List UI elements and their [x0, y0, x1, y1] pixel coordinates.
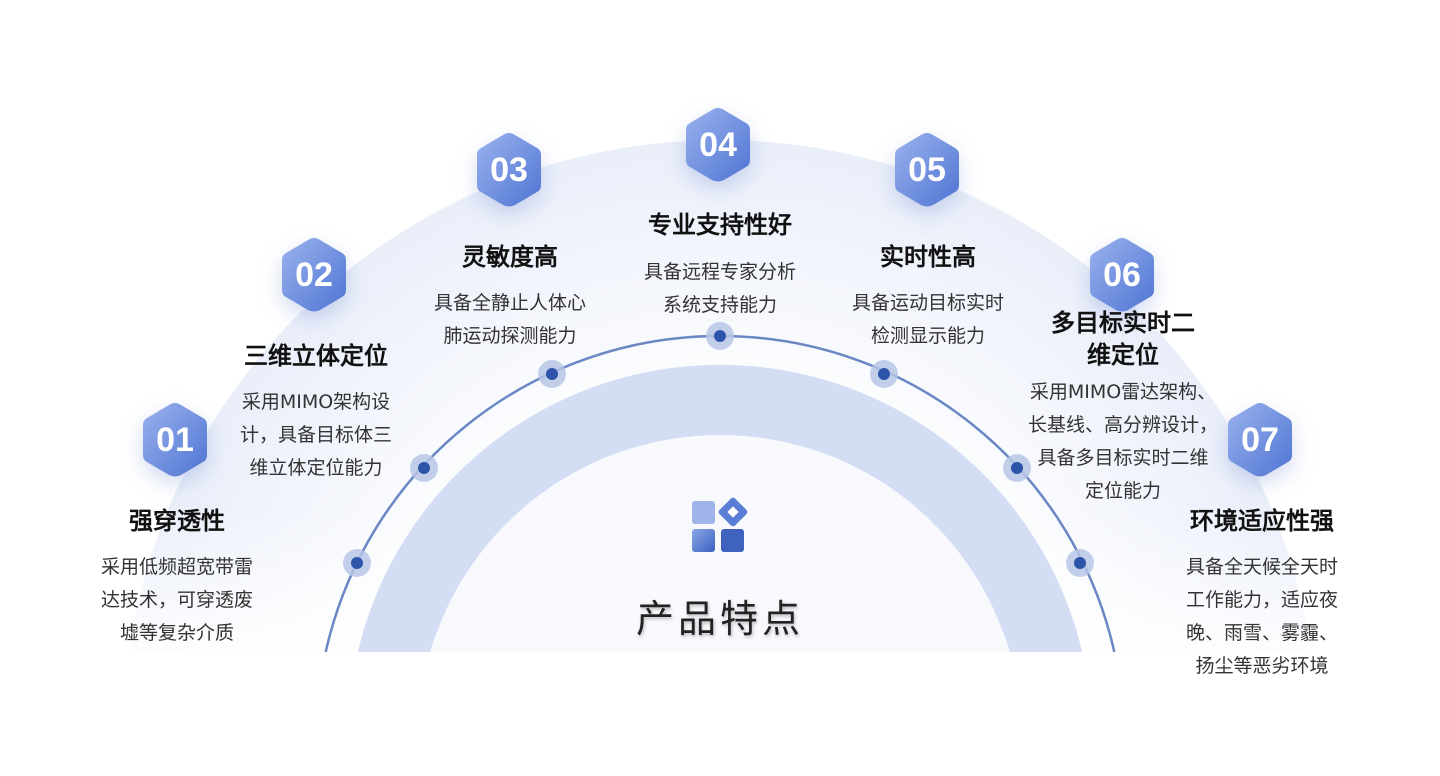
feature-description-line: 采用低频超宽带雷 [100, 556, 254, 578]
number-hexagon: 07 [1226, 401, 1294, 479]
feature-description: 采用MIMO雷达架构、长基线、高分辨设计， 具备多目标实时二维定位能力 [1028, 376, 1218, 508]
feature-description-line: 工作能力，适应夜 [1185, 589, 1339, 611]
feature-description-line: 维立体定位能力 [249, 457, 383, 479]
timeline-dot [870, 360, 898, 388]
feature-description-line: 检测显示能力 [870, 325, 986, 347]
feature-description-line: 晚、雨雪、雾霾、 [1185, 622, 1339, 644]
timeline-dot [343, 549, 371, 577]
feature-description-line: 肺运动探测能力 [443, 325, 577, 347]
feature-title-line: 专业支持性好 [648, 211, 792, 239]
feature-number: 05 [908, 150, 946, 189]
feature-title-line: 灵敏度高 [462, 243, 558, 271]
feature-description: 具备全静止人体心肺运动探测能力 [434, 287, 586, 353]
timeline-dot [410, 454, 438, 482]
feature-description-line: 采用MIMO架构设 [241, 391, 391, 413]
feature-title: 环境适应性强 [1190, 505, 1334, 537]
feature-title: 专业支持性好 [648, 209, 792, 241]
feature-description-line: 具备全天候全天时 [1185, 556, 1339, 578]
feature-description-line: 具备远程专家分析 [643, 261, 797, 283]
feature-description-line: 采用MIMO雷达架构、 [1029, 381, 1217, 403]
feature-description-line: 系统支持能力 [662, 294, 778, 316]
inner-core [430, 434, 1010, 652]
feature-description-line: 具备运动目标实时 [851, 292, 1005, 314]
feature-title: 实时性高 [880, 241, 976, 273]
grid-diamond-icon [692, 497, 748, 552]
timeline-dots [343, 322, 1094, 577]
feature-title-line: 三维立体定位 [244, 342, 388, 370]
feature-title-line: 实时性高 [880, 243, 976, 271]
feature-description-line: 达技术，可穿透废 [100, 589, 254, 611]
feature-title: 多目标实时二维定位 [1051, 307, 1195, 371]
feature-title: 三维立体定位 [244, 340, 388, 372]
feature-description-line: 计，具备目标体三 [239, 424, 393, 446]
feature-number: 03 [490, 150, 528, 189]
feature-description-line: 具备全静止人体心 [433, 292, 587, 314]
feature-number: 01 [156, 420, 194, 459]
number-hexagon: 04 [684, 106, 752, 184]
feature-number: 04 [699, 125, 737, 164]
number-hexagon: 03 [475, 131, 543, 209]
feature-description: 采用低频超宽带雷达技术，可穿透废墟等复杂介质 [101, 551, 253, 650]
feature-description-line: 长基线、高分辨设计， [1027, 414, 1219, 436]
number-hexagon: 02 [280, 236, 348, 314]
feature-description-line: 具备多目标实时二维 [1037, 447, 1209, 469]
feature-title-line: 环境适应性强 [1190, 507, 1334, 535]
center-title: 产品特点 [635, 597, 805, 641]
timeline-dot [1003, 454, 1031, 482]
feature-description-line: 扬尘等恶劣环境 [1195, 655, 1329, 677]
feature-title-line: 多目标实时二 [1051, 309, 1195, 337]
feature-number: 02 [295, 255, 333, 294]
feature-title: 强穿透性 [129, 505, 225, 537]
feature-title-line: 强穿透性 [129, 507, 225, 535]
feature-title: 灵敏度高 [462, 241, 558, 273]
number-hexagon: 06 [1088, 236, 1156, 314]
feature-description: 具备远程专家分析系统支持能力 [644, 256, 796, 322]
number-hexagon: 05 [893, 131, 961, 209]
timeline-dot [1066, 549, 1094, 577]
timeline-dot [538, 360, 566, 388]
number-hexagon: 01 [141, 401, 209, 479]
feature-number: 06 [1103, 255, 1141, 294]
feature-description-line: 墟等复杂介质 [119, 622, 235, 644]
feature-description: 具备全天候全天时工作能力，适应夜晚、雨雪、雾霾、扬尘等恶劣环境 [1186, 551, 1338, 683]
feature-title-line: 维定位 [1087, 341, 1159, 369]
feature-number: 07 [1241, 420, 1279, 459]
feature-description: 具备运动目标实时检测显示能力 [852, 287, 1004, 353]
timeline-dot [706, 322, 734, 350]
feature-description: 采用MIMO架构设计，具备目标体三维立体定位能力 [240, 386, 392, 485]
feature-description-line: 定位能力 [1084, 480, 1162, 502]
